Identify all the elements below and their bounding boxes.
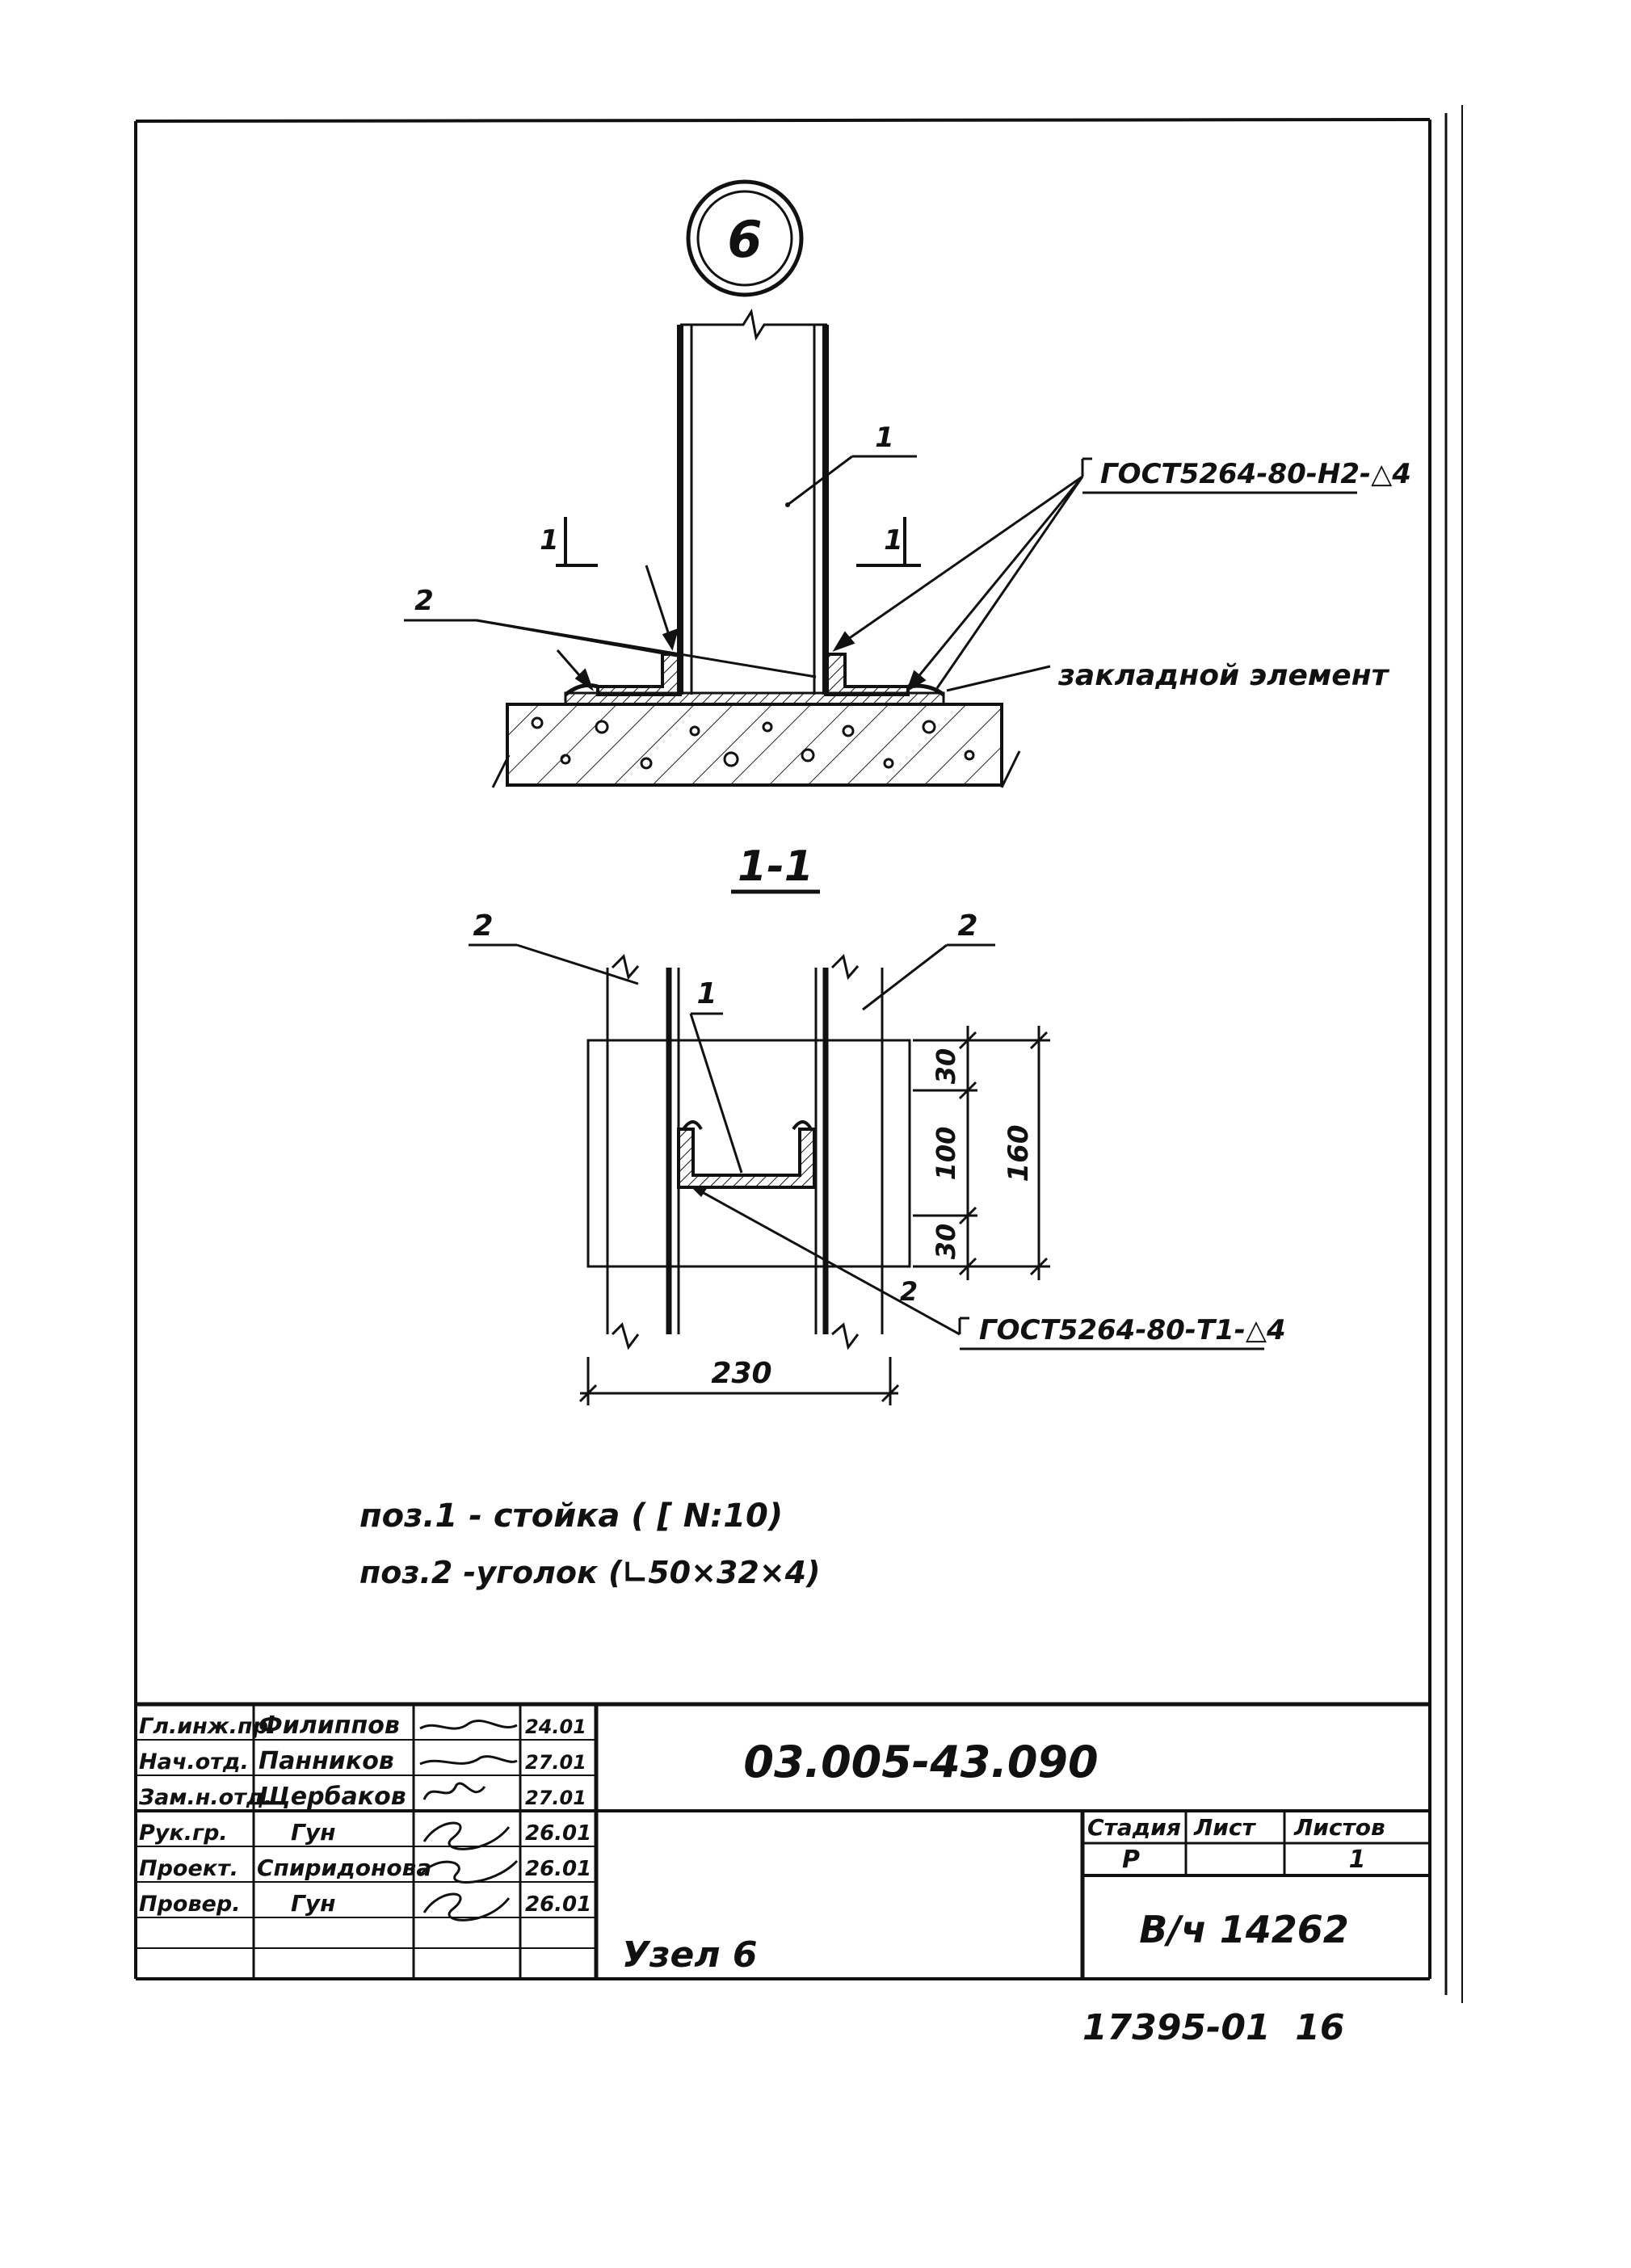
leader-pos1 — [787, 455, 853, 506]
weld-arrows — [556, 475, 1084, 693]
role-5: Проект. — [139, 1856, 238, 1881]
angle-outline — [586, 1039, 911, 1268]
node-mark-number: 6 — [727, 210, 762, 269]
signature-6 — [422, 1892, 511, 1922]
dim-160: 160 — [1003, 1125, 1035, 1182]
sheets-value: 1 — [1349, 1846, 1366, 1874]
notes: поз.1 - стойка ( [ N:10) поз.2 -уголок (… — [359, 1497, 820, 1590]
angle-left — [596, 653, 682, 696]
signature-3 — [422, 1782, 486, 1800]
label-section-pos2-bottom: 2 — [900, 1276, 918, 1307]
name-5: Спиридонова — [257, 1854, 431, 1881]
signatures — [418, 1720, 519, 1922]
cut-mark-left: 1 — [540, 524, 559, 556]
concrete-base — [506, 703, 1003, 787]
organization: В/ч 14262 — [1139, 1908, 1349, 1951]
sheet-label: Лист — [1193, 1814, 1256, 1841]
signature-rows: Гл.инж.пр. Филиппов 24.01 Нач.отд. Панни… — [138, 1712, 591, 1917]
role-2: Нач.отд. — [139, 1749, 249, 1774]
date-4: 26.01 — [525, 1821, 591, 1846]
node-mark: 6 — [686, 179, 804, 297]
section-cut-right — [856, 517, 921, 567]
dim-230: 230 — [711, 1357, 771, 1390]
concrete-aggregate — [531, 716, 975, 770]
section-title: 1-1 — [738, 842, 813, 891]
sheets-label: Листов — [1293, 1814, 1385, 1841]
label-section-pos2-right: 2 — [957, 909, 977, 943]
section-members — [606, 968, 884, 1334]
date-1: 24.01 — [525, 1716, 586, 1738]
stage-label: Стадия — [1087, 1814, 1181, 1841]
break-line — [680, 308, 827, 342]
name-4: Гун — [291, 1819, 335, 1846]
name-1: Филиппов — [259, 1712, 400, 1740]
name-6: Гун — [291, 1890, 335, 1917]
date-3: 27.01 — [525, 1787, 586, 1809]
dim-100: 100 — [931, 1127, 961, 1181]
embedded-plate — [564, 691, 945, 706]
title-block — [136, 1702, 1430, 1979]
name-2: Панников — [259, 1747, 394, 1775]
embedded-element-label: закладной элемент — [1057, 659, 1390, 692]
footer-code: 17395-01 16 — [1082, 2007, 1344, 2048]
role-1: Гл.инж.пр. — [139, 1714, 276, 1739]
date-6: 26.01 — [525, 1892, 591, 1917]
label-pos1: 1 — [875, 422, 894, 454]
signature-2 — [419, 1755, 518, 1766]
dim-30-top: 30 — [931, 1048, 961, 1085]
label-section-pos1: 1 — [696, 977, 717, 1010]
weld-note-section: ГОСТ5264-80-Т1-△4 — [979, 1314, 1286, 1346]
sheet-frame — [134, 105, 1463, 2003]
cut-mark-right: 1 — [884, 524, 903, 556]
label-section-pos2-left: 2 — [473, 909, 493, 943]
dim-30-bottom: 30 — [931, 1224, 961, 1260]
role-4: Рук.гр. — [139, 1821, 228, 1846]
date-5: 26.01 — [525, 1857, 591, 1881]
section-cut-left — [556, 517, 598, 567]
leader-section-weld — [696, 1187, 961, 1336]
elevation-view: 1 1 1 2 — [404, 308, 1411, 788]
signature-4 — [422, 1821, 511, 1850]
name-3: Щербаков — [259, 1783, 406, 1811]
role-3: Зам.н.отд. — [138, 1785, 272, 1810]
channel-section — [677, 1128, 816, 1189]
sheet-title: Узел 6 — [622, 1934, 758, 1976]
dimension-horizontal — [578, 1357, 900, 1405]
weld-note-top: ГОСТ5264-80-Н2-△4 — [1100, 458, 1411, 490]
stage-value: Р — [1122, 1846, 1140, 1874]
label-pos2: 2 — [414, 585, 434, 617]
note-pos1: поз.1 - стойка ( [ N:10) — [359, 1497, 783, 1535]
section-breaks — [611, 954, 860, 1350]
note-pos2: поз.2 -уголок (∟50×32×4) — [359, 1555, 820, 1590]
signature-1 — [419, 1720, 518, 1730]
angle-right — [824, 653, 910, 696]
role-6: Провер. — [139, 1892, 240, 1917]
section-view: 1-1 2 2 — [469, 842, 1286, 1405]
date-2: 27.01 — [525, 1751, 586, 1774]
document-code: 03.005-43.090 — [743, 1737, 1098, 1787]
signature-5 — [418, 1859, 519, 1884]
dimension-vertical — [913, 1026, 1050, 1280]
